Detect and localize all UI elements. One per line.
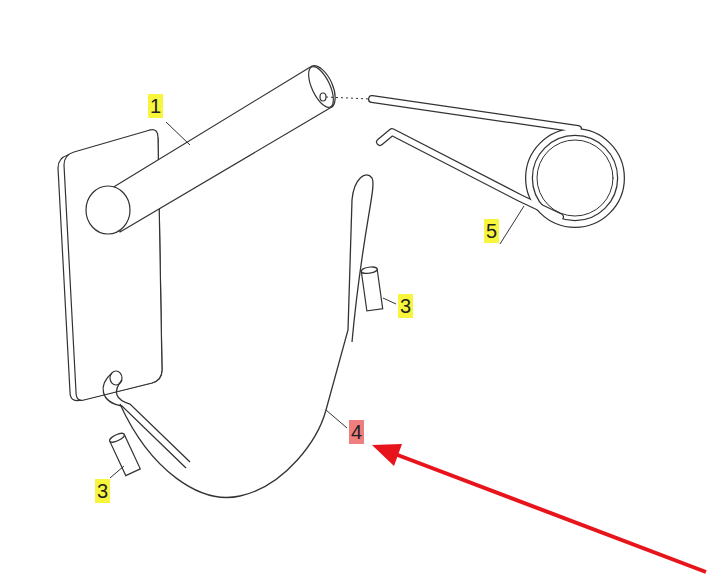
callout-number: 1 — [148, 94, 163, 118]
sleeve — [108, 432, 140, 476]
callout-number: 3 — [398, 294, 413, 318]
sleeve — [361, 266, 383, 311]
callout-number: 5 — [484, 219, 499, 243]
pin-end — [304, 63, 339, 110]
callout-number: 4 — [349, 420, 364, 444]
spring-coil — [537, 140, 613, 216]
callout-number: 3 — [95, 479, 110, 503]
lanyard-wire — [103, 175, 373, 497]
pin-centre — [326, 97, 370, 99]
pin-hole — [320, 93, 326, 101]
pin-body — [112, 66, 335, 232]
leader-lines — [110, 122, 524, 478]
pointer-arrow — [372, 444, 706, 572]
pin-head — [86, 186, 130, 234]
